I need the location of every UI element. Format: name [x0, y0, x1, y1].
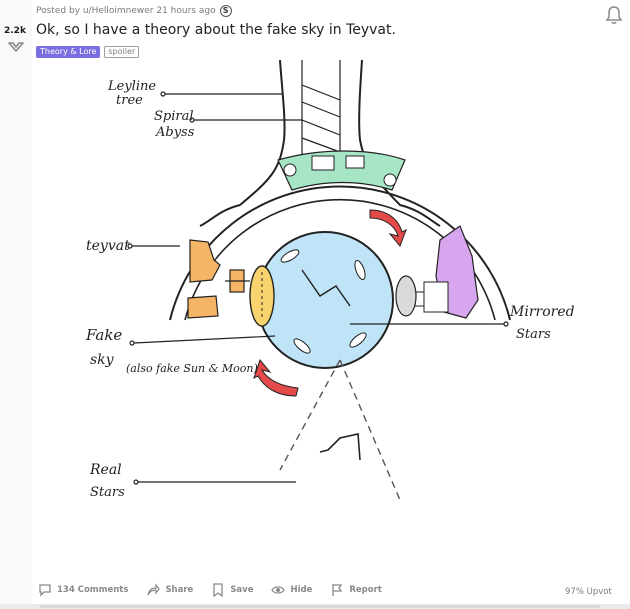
downvote-icon[interactable]	[7, 39, 25, 55]
label-leyline-1: Leyline	[107, 79, 156, 94]
scrollbar-thumb[interactable]	[40, 605, 600, 608]
arrow-right	[369, 209, 407, 247]
label-teyvat: teyvat	[86, 238, 130, 254]
label-mirrored-1: Mirrored	[509, 304, 575, 320]
save-label: Save	[230, 585, 254, 595]
constellation-real	[319, 433, 361, 461]
hide-label: Hide	[290, 585, 313, 595]
constellation-upper	[301, 269, 351, 307]
report-button[interactable]: Report	[330, 583, 382, 597]
label-mirrored-2: Stars	[516, 327, 551, 342]
flair-row: Theory & Lore spoiler	[36, 46, 140, 58]
label-leyline-2: tree	[116, 93, 143, 108]
post-title[interactable]: Ok, so I have a theory about the fake sk…	[36, 22, 396, 38]
abyss-band	[277, 150, 406, 191]
spoiler-tag: spoiler	[104, 46, 140, 58]
share-button[interactable]: Share	[146, 583, 193, 597]
teyvat-left-bottom	[187, 295, 219, 319]
share-icon	[147, 583, 161, 596]
hide-button[interactable]: Hide	[271, 583, 312, 597]
leader-lines	[127, 91, 509, 485]
tower-structure	[411, 281, 449, 313]
globe-clouds	[280, 249, 367, 354]
horizontal-scrollbar[interactable]	[0, 604, 630, 609]
abyss-structures	[283, 155, 397, 187]
leyline-tree	[199, 60, 441, 227]
share-label: Share	[165, 585, 194, 595]
flair-theory-lore[interactable]: Theory & Lore	[36, 46, 101, 58]
fake-sky-globe	[256, 231, 394, 369]
bell-icon[interactable]	[605, 5, 623, 25]
post-image[interactable]: Leyline tree Spiral Abyss teyvat Fake sk…	[40, 60, 600, 580]
label-real-2: Stars	[90, 485, 125, 500]
eye-icon	[271, 586, 286, 594]
save-button[interactable]: Save	[211, 583, 253, 597]
bookmark-icon	[213, 583, 223, 597]
label-abyss-1: Spiral	[154, 109, 194, 124]
comment-icon	[39, 584, 51, 597]
comments-button[interactable]: 134 Comments	[38, 583, 128, 597]
label-fake-2: sky	[90, 352, 115, 368]
comments-label: 134 Comments	[57, 585, 129, 595]
vote-rail: 2.2k	[0, 0, 32, 609]
post-meta-text[interactable]: Posted by u/Helloimnewer 21 hours ago	[36, 6, 216, 16]
upvote-ratio: 97% Upvot	[565, 587, 612, 597]
satellite-icon	[225, 269, 250, 293]
award-icon[interactable]: S	[219, 5, 232, 17]
post-action-bar: 134 Comments Share Save Hide Report	[38, 583, 400, 597]
report-label: Report	[349, 585, 382, 595]
post-meta: Posted by u/Helloimnewer 21 hours ago S	[36, 5, 232, 17]
label-fake-note: (also fake Sun & Moon)	[126, 362, 258, 375]
teyvat-left-top	[189, 239, 221, 283]
label-real-1: Real	[89, 462, 122, 478]
arrow-left	[253, 358, 299, 397]
label-abyss-2: Abyss	[155, 125, 195, 140]
flag-icon	[332, 584, 343, 596]
vote-count: 2.2k	[4, 26, 26, 36]
fake-moon	[395, 275, 417, 317]
label-fake-1: Fake	[85, 326, 122, 344]
light-rays	[279, 359, 401, 501]
